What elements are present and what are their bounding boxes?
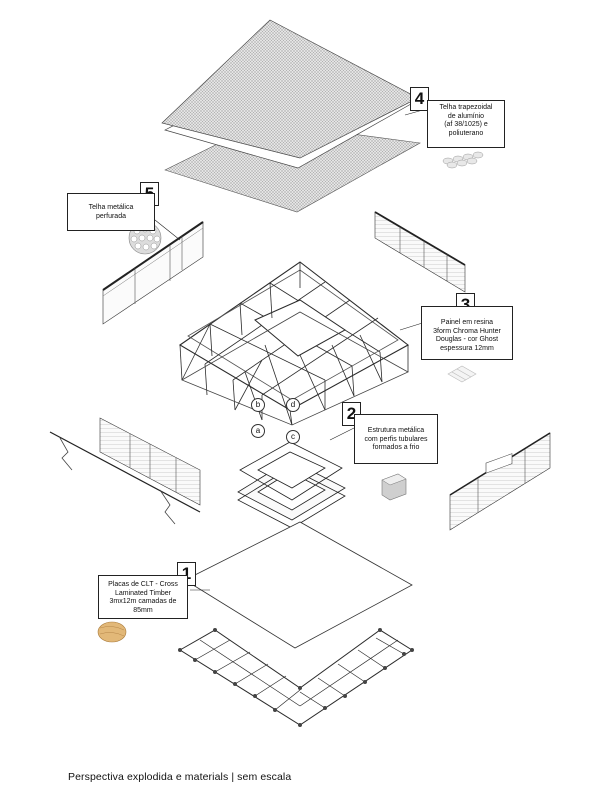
aluminum-tile-swatch bbox=[442, 151, 484, 169]
resin-panel-swatch bbox=[447, 365, 477, 383]
callout-clt-line3: 3mx12m camadas de bbox=[109, 598, 177, 605]
callout-roof-line4: poliuterano bbox=[448, 129, 484, 137]
middle-left-wall-panel bbox=[49, 417, 201, 525]
floor-grid-structure bbox=[178, 628, 414, 727]
callout-panel-line4: espessura 12mm bbox=[440, 344, 494, 352]
callout-roof-line3: (af 38/1025) e bbox=[444, 121, 488, 128]
middle-right-wall-panel bbox=[449, 432, 551, 531]
steel-frame-structure bbox=[178, 261, 410, 426]
callout-steel-structure: Estrutura metálica com perfis tubulares … bbox=[354, 414, 438, 464]
callout-clt-line2: Laminated Timber bbox=[114, 589, 172, 597]
callout-resin-panel: Painel em resina 3form Chroma Hunter Dou… bbox=[421, 306, 513, 360]
steel-profile-swatch bbox=[381, 473, 407, 501]
roof-layers bbox=[161, 19, 421, 213]
column-tag-d: d bbox=[286, 398, 300, 412]
callout-clt-line1: Placas de CLT - Cross bbox=[108, 581, 178, 588]
callout-roof-tile: Telha trapezoidal de alumínio (af 38/102… bbox=[427, 100, 505, 148]
callout-perforated-line2: perfurada bbox=[96, 212, 126, 220]
callout-clt-panels: Placas de CLT - Cross Laminated Timber 3… bbox=[98, 575, 188, 619]
upper-left-wall-panel bbox=[102, 221, 204, 325]
callout-number-4: 4 bbox=[410, 87, 429, 111]
callout-structure-line1: Estrutura metálica bbox=[367, 427, 425, 434]
upper-right-wall-panel bbox=[374, 211, 466, 293]
callout-panel-line1: Painel em resina bbox=[440, 319, 494, 326]
callout-panel-line2: 3form Chroma Hunter bbox=[433, 327, 501, 335]
callout-clt-line4: 85mm bbox=[133, 606, 153, 614]
column-tag-b: b bbox=[251, 398, 265, 412]
column-tag-c: c bbox=[286, 430, 300, 444]
callout-leaders bbox=[154, 107, 433, 591]
callout-roof-line1: Telha trapezoidal bbox=[439, 104, 493, 111]
column-tag-a: a bbox=[251, 424, 265, 438]
callout-perforated-sheet: Telha metálica perfurada bbox=[67, 193, 155, 231]
clt-wood-swatch bbox=[97, 621, 127, 643]
clt-slab bbox=[184, 521, 413, 649]
callout-structure-line3: formados a frio bbox=[372, 444, 420, 451]
callout-structure-line2: com perfis tubulares bbox=[364, 435, 428, 443]
central-ring-module bbox=[237, 441, 346, 529]
figure-caption: Perspectiva explodida e materials | sem … bbox=[68, 771, 292, 783]
callout-roof-line2: de alumínio bbox=[447, 112, 485, 120]
callout-panel-line3: Douglas - cor Ghost bbox=[435, 336, 499, 343]
callout-perforated-line1: Telha metálica bbox=[88, 204, 134, 211]
